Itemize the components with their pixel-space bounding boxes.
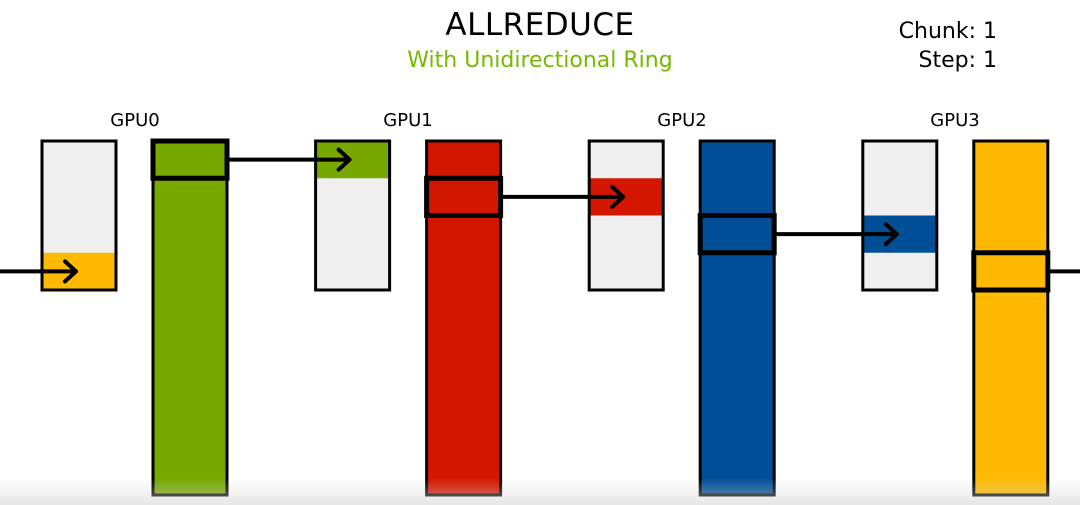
step-indicator: Chunk: 1 Step: 1 — [899, 17, 997, 75]
ring-arrow-gpu2-to-gpu3 — [774, 222, 899, 247]
diagram-subtitle: With Unidirectional Ring — [407, 48, 673, 73]
ring-arrow-gpu1-to-gpu2-head — [610, 184, 626, 209]
step-counter: Step: 1 — [918, 48, 998, 73]
gpu2-receive-buffer-outline — [587, 139, 665, 292]
ring-arrow-gpu2-to-gpu3-head — [883, 222, 899, 247]
ring-arrow-gpu1-to-gpu2 — [500, 184, 626, 209]
gpu1-data-column — [425, 139, 503, 497]
gpu2-data-column — [698, 139, 776, 497]
ring-arrow-gpu0-to-gpu1-head — [336, 147, 352, 172]
gpu3-label: GPU3 — [930, 110, 980, 131]
ring-arrow-wrap-to-gpu0-head — [63, 259, 78, 284]
diagram-title: ALLREDUCE — [445, 7, 635, 43]
gpu1-receive-buffer-outline — [314, 139, 392, 292]
gpu0-label: GPU0 — [110, 110, 160, 131]
chunk-counter: Chunk: 1 — [898, 19, 997, 44]
gpu2-label: GPU2 — [657, 110, 707, 131]
gpu3-data-column — [972, 139, 1050, 497]
ring-arrow-gpu0-to-gpu1 — [227, 147, 352, 172]
ring-arrow-wrap-to-gpu0 — [0, 259, 78, 284]
gpu0-data-column — [151, 139, 229, 497]
gpu3-receive-buffer-outline — [861, 139, 939, 292]
gpu0-receive-buffer-outline — [40, 139, 118, 292]
gpu1-label: GPU1 — [383, 110, 433, 131]
